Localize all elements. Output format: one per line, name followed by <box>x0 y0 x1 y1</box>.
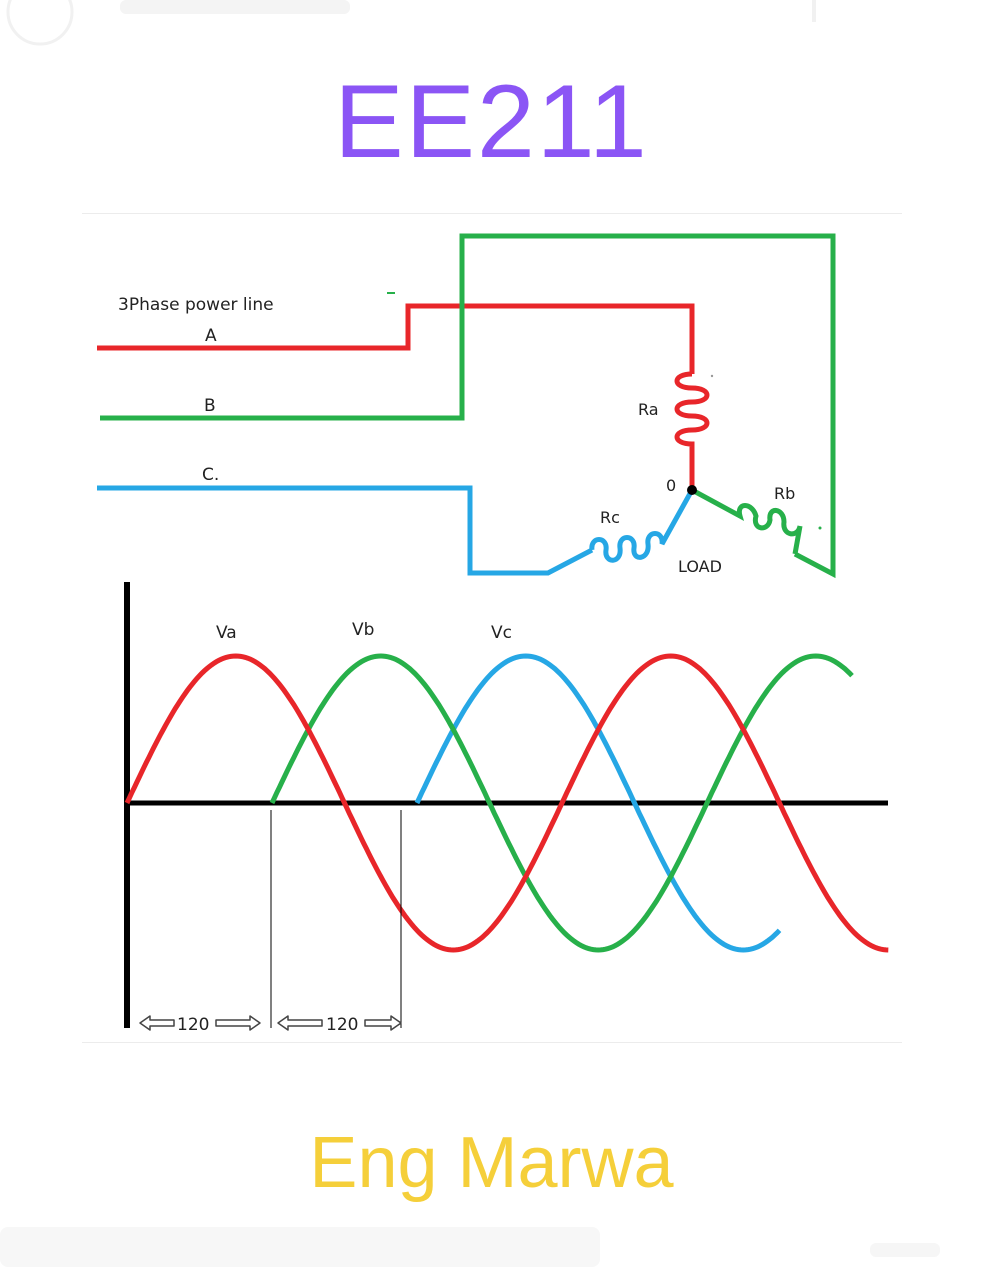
bottom-divider <box>82 1042 902 1043</box>
right-arrow-icon <box>215 1015 261 1031</box>
vb-label: Vb <box>352 620 374 640</box>
ra-label: Ra <box>638 400 659 419</box>
waveform-plot: 120 120 Va Vb Vc <box>124 582 889 1035</box>
circuit: 3Phase power line A B C. Ra Rb Rc 0 LOAD <box>97 233 836 579</box>
load-label: LOAD <box>678 557 722 576</box>
wave-va <box>124 653 889 953</box>
coil-rc <box>589 488 695 563</box>
speck <box>818 526 822 530</box>
left-arrow-icon <box>277 1015 323 1031</box>
top-divider <box>82 213 902 214</box>
shift-annotation-1 <box>139 1015 261 1031</box>
line-a-label: A <box>205 326 217 346</box>
speck <box>710 374 714 378</box>
phase-b-wire <box>100 233 836 579</box>
phase-c-wire <box>97 485 594 576</box>
line-b-label: B <box>204 396 216 416</box>
rc-label: Rc <box>600 508 620 527</box>
vc-label: Vc <box>491 623 512 643</box>
left-arrow-icon <box>139 1015 175 1031</box>
speck <box>387 292 395 294</box>
rb-label: Rb <box>774 484 795 503</box>
shift-label-2: 120 <box>326 1015 358 1035</box>
page-title: EE211 <box>334 64 649 180</box>
wave-vb <box>269 653 854 953</box>
va-label: Va <box>216 623 237 643</box>
circuit-heading: 3Phase power line <box>118 295 274 315</box>
coil-rb <box>690 487 803 555</box>
shift-label-1: 120 <box>177 1015 209 1035</box>
phase-a-wire <box>97 303 695 374</box>
author-name: Eng Marwa <box>309 1123 674 1203</box>
coil-ra <box>674 371 710 490</box>
shift-annotation-2 <box>277 1015 402 1031</box>
neutral-node <box>687 485 697 495</box>
three-phase-diagram: 3Phase power line A B C. Ra Rb Rc 0 LOAD… <box>97 233 889 1035</box>
ghost-header-artifact <box>6 0 816 46</box>
neutral-label: 0 <box>666 476 676 495</box>
ghost-footer-artifact <box>0 1227 940 1267</box>
right-arrow-icon <box>364 1015 402 1031</box>
line-c-label: C. <box>202 465 219 485</box>
